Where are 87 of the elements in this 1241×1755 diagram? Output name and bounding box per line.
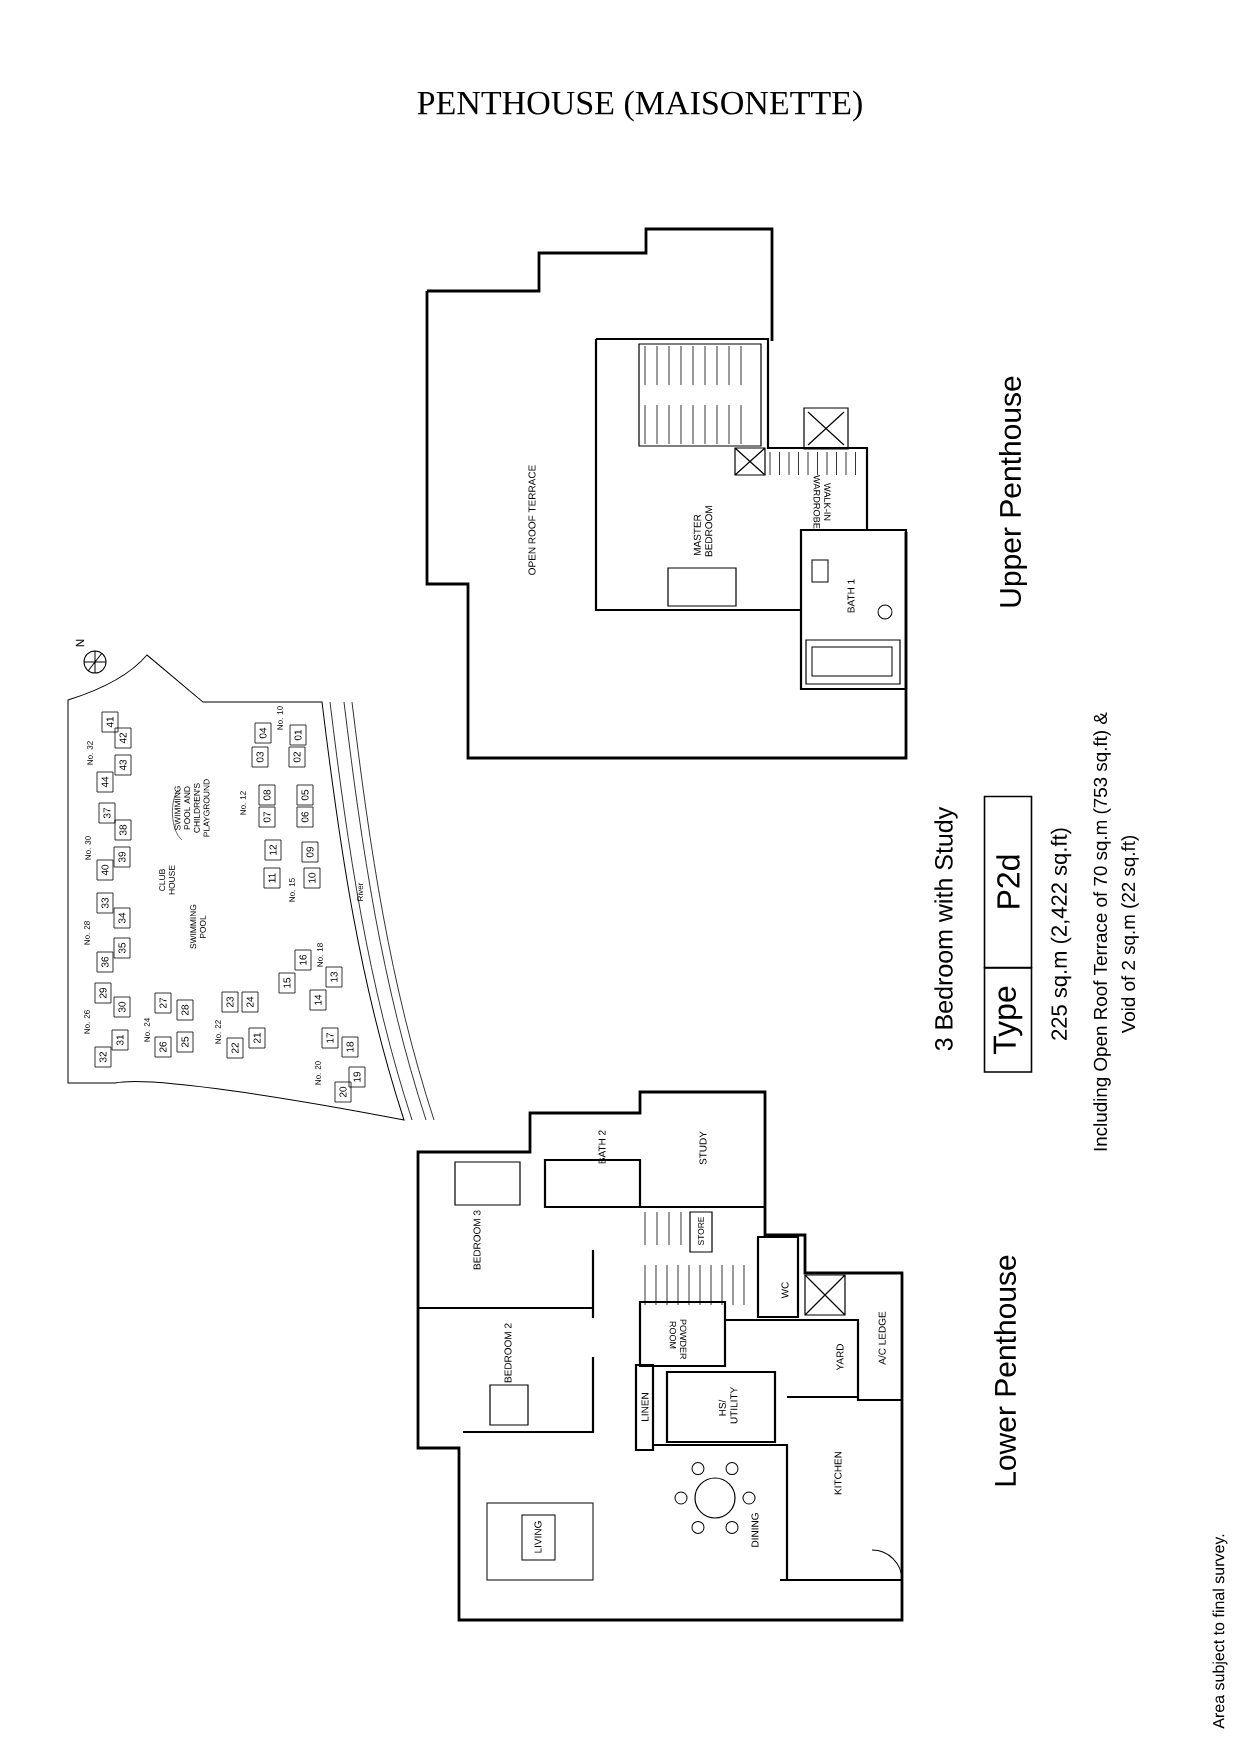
unit-number: 15 [283, 977, 291, 988]
note-text: Area subject to final survey. [1212, 1534, 1228, 1729]
unit-number: 19 [353, 1071, 361, 1082]
unit-number: 29 [99, 987, 107, 999]
room-label: HS/ UTILITY [718, 1387, 738, 1424]
unit-number: 23 [226, 996, 234, 1008]
site-plan-label: River [357, 882, 363, 901]
title: PENTHOUSE (MAISONETTE) [417, 90, 862, 122]
unit-number: 31 [116, 1034, 124, 1046]
site-plan-label: No. 22 [215, 1020, 221, 1044]
room-label: KITCHEN [834, 1451, 842, 1495]
unit-number: 11 [268, 873, 276, 883]
unit-number: 44 [101, 776, 109, 788]
unit-number: 16 [299, 954, 307, 965]
site-plan-label: No. 10 [277, 706, 283, 730]
unit-number: 12 [269, 844, 277, 855]
unit-number: 09 [306, 846, 314, 858]
unit-number: 02 [293, 751, 301, 763]
unit-number: 34 [118, 912, 126, 924]
unit-number: 28 [181, 1004, 189, 1016]
unit-number: 04 [259, 727, 267, 739]
site-plan-label: No. 12 [240, 791, 246, 815]
unit-number: 32 [99, 1051, 107, 1063]
unit-number: 24 [246, 996, 254, 1008]
table-cell: Type [983, 967, 1033, 1073]
unit-number: 10 [308, 872, 316, 883]
unit-number: 07 [263, 811, 271, 823]
site-plan-label: No. 26 [84, 1010, 90, 1034]
area-text: 225 sq.m (2,422 sq.ft) [1050, 828, 1072, 1040]
unit-number: 22 [231, 1042, 239, 1054]
unit-number: 06 [301, 811, 309, 823]
room-label: WC [781, 1282, 789, 1299]
unit-number: 14 [314, 994, 322, 1005]
unit-number: 33 [101, 897, 109, 909]
unit-number: 36 [101, 956, 109, 968]
room-label: BEDROOM 2 [504, 1323, 512, 1383]
unit-number: 30 [118, 1001, 126, 1013]
compass-letter: N [75, 639, 85, 647]
unit-number: 42 [119, 732, 127, 744]
room-label: WALK-IN WARDROBE [813, 475, 831, 529]
site-plan-label: No. 30 [85, 836, 91, 860]
unit-type-text: 3 Bedroom with Study [934, 806, 958, 1051]
heading: Upper Penthouse [999, 376, 1027, 607]
unit-number: 17 [326, 1032, 334, 1043]
unit-number: 18 [346, 1041, 354, 1052]
site-plan-label: SWIMMING POOL AND CHILDREN'S PLAYGROUND [174, 779, 210, 837]
unit-number: 08 [263, 789, 271, 801]
room-label: BEDROOM 3 [473, 1210, 481, 1270]
unit-number: 03 [256, 751, 264, 763]
room-label: YARD [836, 1343, 844, 1371]
unit-number: 35 [118, 942, 126, 954]
site-plan-label: No. 15 [289, 878, 295, 902]
room-label: DINING [751, 1513, 759, 1547]
unit-number: 39 [118, 851, 126, 863]
unit-number: 40 [101, 864, 109, 876]
unit-number: 21 [253, 1032, 261, 1044]
unit-number: 43 [119, 759, 127, 771]
unit-number: 27 [159, 997, 167, 1009]
room-label: STUDY [699, 1131, 707, 1165]
unit-number: 20 [339, 1086, 347, 1098]
room-label: LINEN [641, 1393, 649, 1421]
unit-number: 05 [301, 789, 309, 801]
site-plan-label: No. 24 [144, 1018, 150, 1042]
note-text: Including Open Roof Terrace of 70 sq.m (753 sq.ft) & [1093, 712, 1111, 1151]
room-label: LIVING [534, 1521, 542, 1553]
site-plan-label: No. 20 [315, 1061, 321, 1085]
unit-number: 13 [330, 971, 338, 982]
note-text: Void of 2 sq.m (22 sq.ft) [1121, 835, 1139, 1034]
unit-number: 25 [181, 1036, 189, 1048]
unit-number: 41 [106, 716, 114, 728]
unit-number: 38 [119, 824, 127, 836]
room-label: MASTER BEDROOM [693, 506, 713, 557]
site-plan-label: SWIMMING POOL [190, 904, 206, 949]
room-label: STORE [698, 1217, 704, 1246]
unit-number: 26 [159, 1041, 167, 1053]
heading: Lower Penthouse [994, 1255, 1016, 1486]
room-label: A/C LEDGE [878, 1311, 886, 1365]
unit-number: 37 [103, 807, 111, 819]
room-label: BATH 1 [847, 579, 855, 613]
unit-number: 01 [294, 729, 302, 741]
site-plan-label: CLUB HOUSE [159, 865, 175, 895]
table-cell: P2d [983, 795, 1033, 969]
site-plan-label: No. 18 [317, 943, 323, 967]
site-plan-label: No. 32 [87, 741, 93, 765]
site-plan-label: No. 28 [84, 921, 90, 945]
room-label: POWDER ROOM [669, 1319, 687, 1360]
room-label: OPEN ROOF TERRACE [528, 465, 536, 575]
